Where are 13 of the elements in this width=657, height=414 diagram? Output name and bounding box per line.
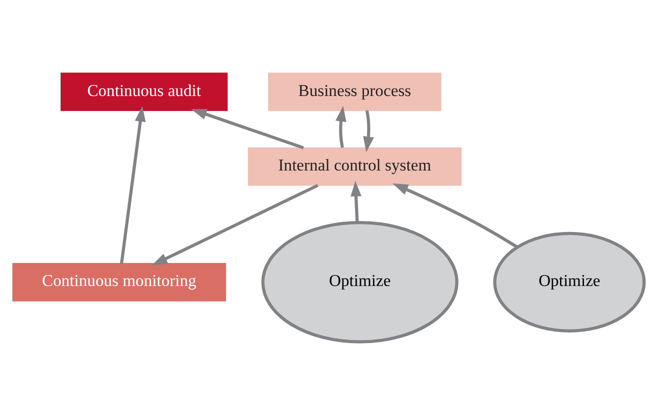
node-ellipse: Optimize (261, 220, 458, 343)
node-ellipse: Optimize (493, 231, 646, 332)
node-box: Continuous audit (60, 72, 228, 111)
arrow (191, 108, 304, 149)
arrow (336, 105, 346, 148)
arrow (152, 183, 318, 265)
arrow (120, 106, 146, 264)
arrow (363, 110, 374, 152)
node-box: Business process (268, 72, 442, 111)
node-box: Internal control system (248, 146, 462, 186)
node-box: Continuous monitoring (12, 262, 226, 301)
arrow (392, 182, 518, 248)
arrow (350, 180, 362, 222)
